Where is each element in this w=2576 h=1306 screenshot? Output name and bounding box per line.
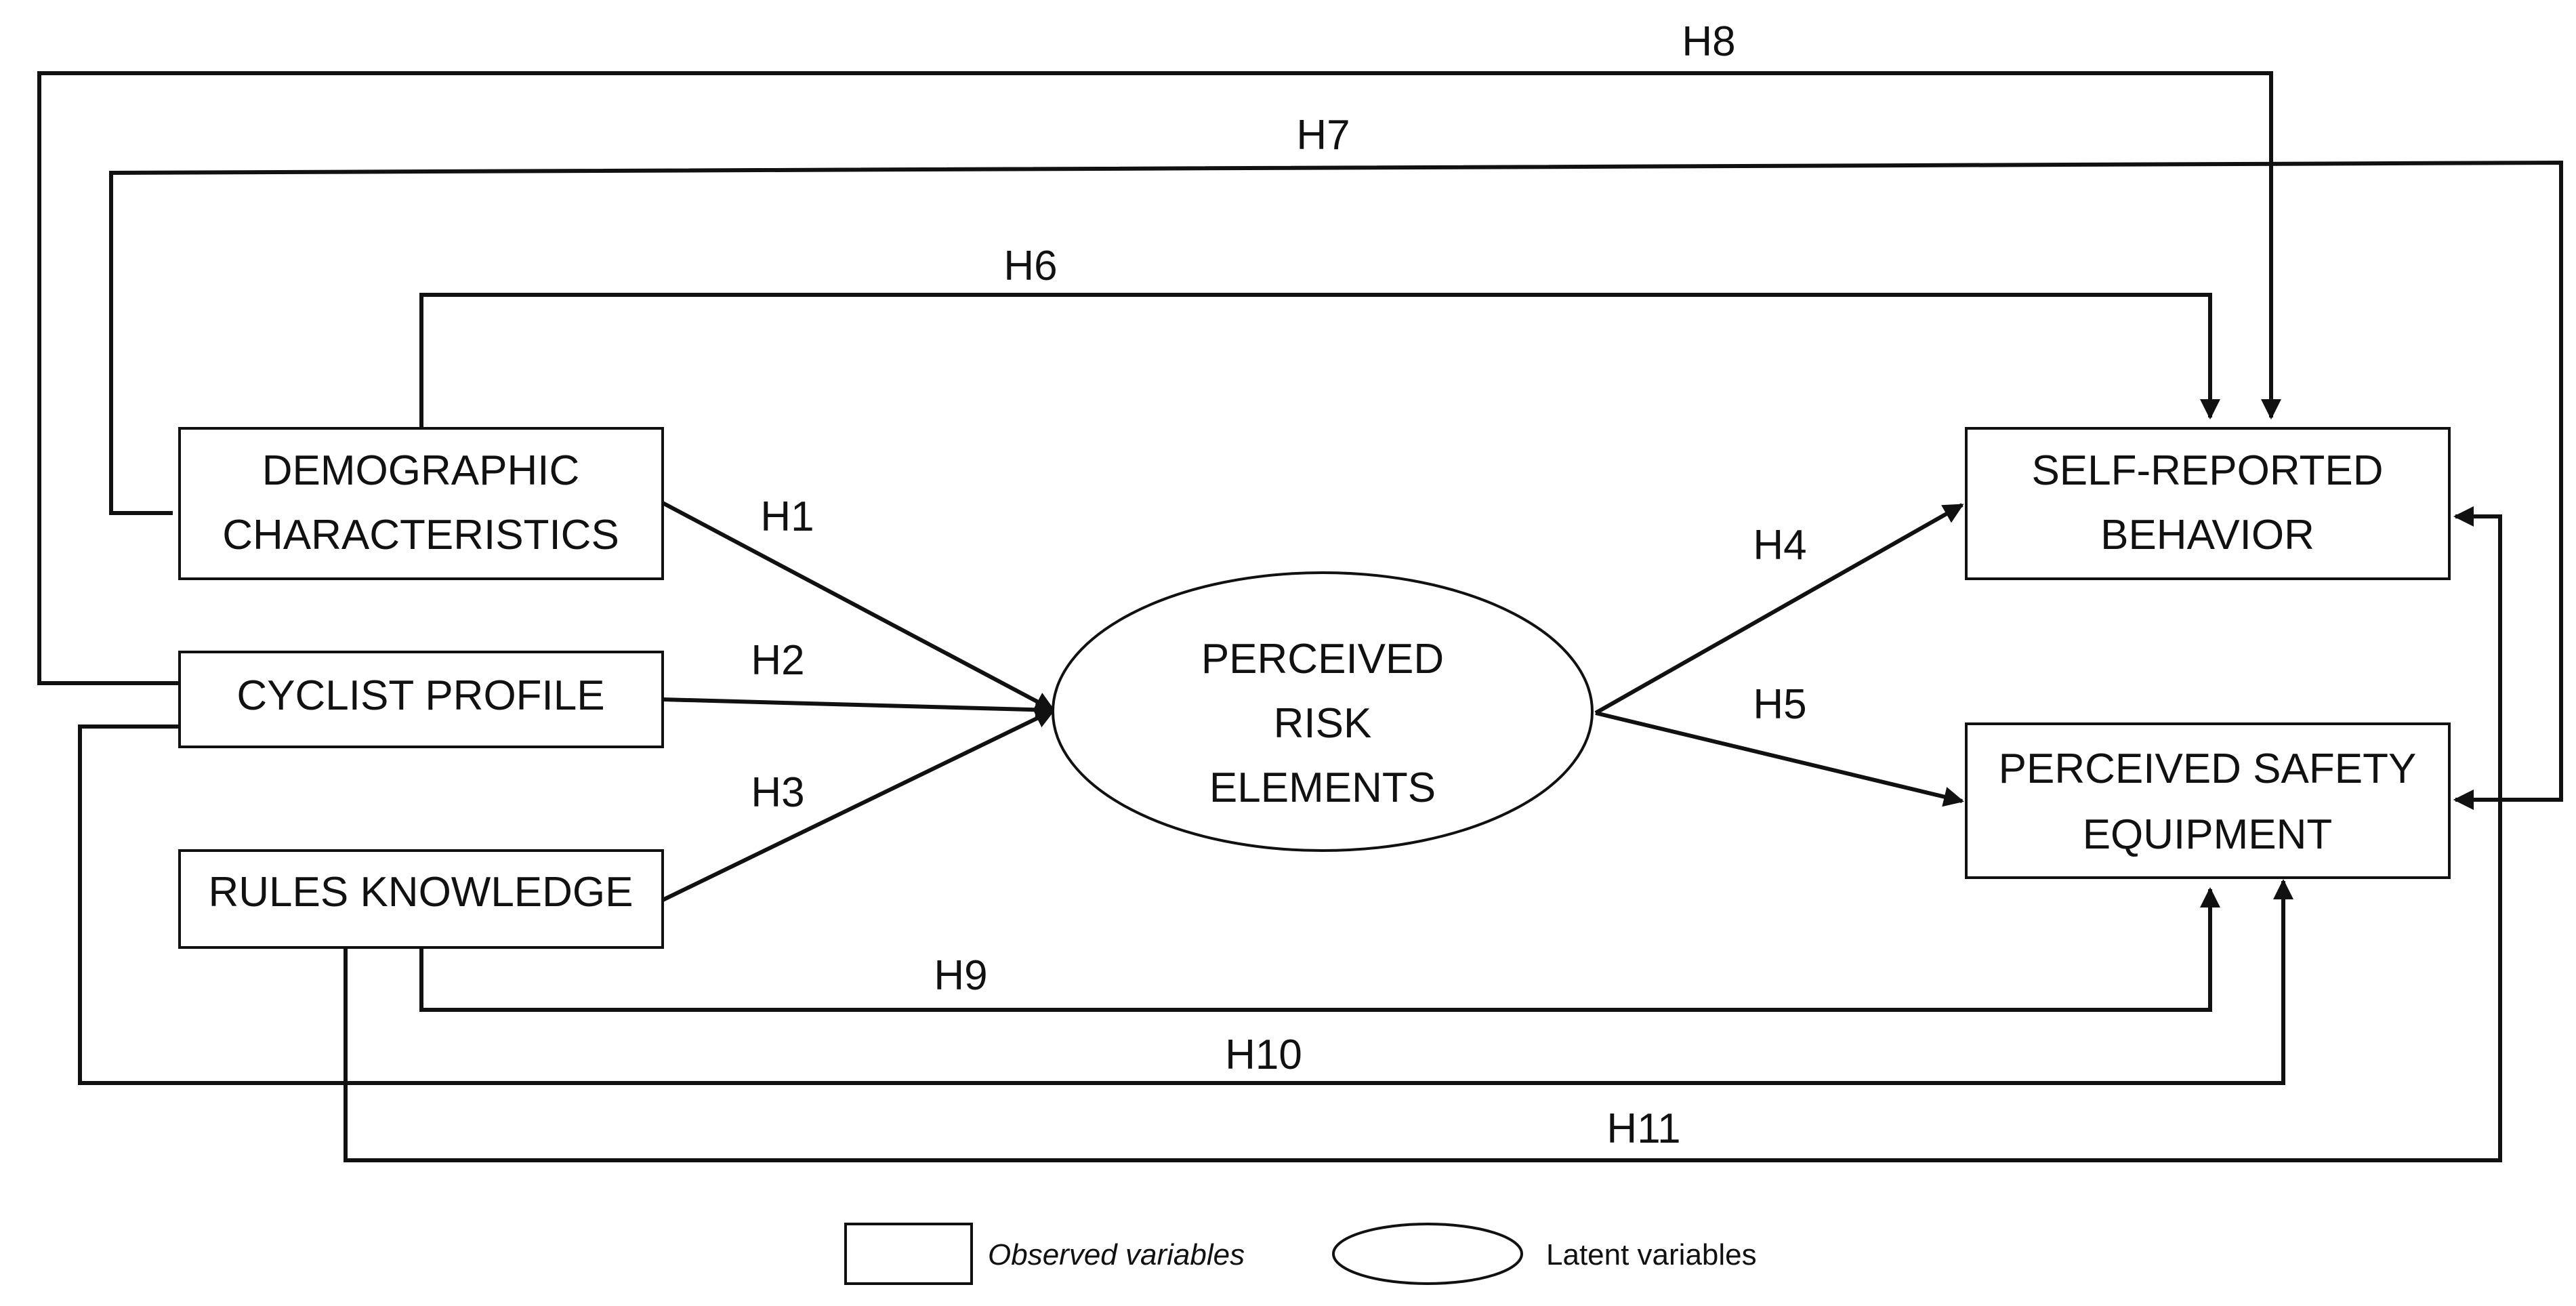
node-label-line-2: RISK (1274, 700, 1372, 747)
node-label-line-1: CYCLIST PROFILE (236, 672, 604, 719)
node-perceived-risk-elements: PERCEIVED RISK ELEMENTS (1052, 571, 1594, 852)
node-box (178, 427, 664, 580)
node-label-line-1: PERCEIVED (1201, 636, 1444, 682)
arrow-h9 (419, 887, 2220, 1012)
node-self-reported-behavior: SELF-REPORTED BEHAVIOR (1965, 427, 2451, 580)
label-h11: H11 (1606, 1105, 1680, 1152)
legend: Observed variables Latent variables (844, 1223, 1757, 1285)
label-h7: H7 (1296, 112, 1350, 159)
node-label-line-1: PERCEIVED SAFETY (1999, 746, 2417, 792)
legend-observed-label: Observed variables (988, 1238, 1245, 1271)
legend-ellipse-symbol (1332, 1223, 1523, 1285)
arrow-h8 (37, 71, 2281, 685)
node-box (1965, 722, 2451, 879)
label-h9: H9 (934, 952, 987, 999)
arrow-h6 (419, 293, 2220, 428)
arrow-h3 (661, 708, 1056, 902)
node-box (178, 849, 664, 949)
node-label-line-2: CHARACTERISTICS (222, 512, 619, 558)
label-h3: H3 (751, 769, 804, 816)
arrow-h11 (344, 506, 2502, 1162)
label-h6: H6 (1003, 243, 1057, 289)
node-rules-knowledge: RULES KNOWLEDGE (178, 849, 664, 949)
node-label-line-2: EQUIPMENT (2083, 811, 2333, 858)
node-demographic-characteristics: DEMOGRAPHIC CHARACTERISTICS (178, 427, 664, 580)
arrow-h10 (78, 725, 2293, 1085)
legend-latent-label: Latent variables (1546, 1238, 1757, 1271)
node-box (178, 651, 664, 748)
node-label-line-1: DEMOGRAPHIC (262, 447, 579, 494)
label-h10: H10 (1225, 1032, 1302, 1078)
node-cyclist-profile: CYCLIST PROFILE (178, 651, 664, 748)
label-h4: H4 (1753, 522, 1806, 569)
arrow-h5 (1595, 711, 1964, 807)
arrow-h2 (662, 697, 1056, 720)
label-h2: H2 (751, 637, 804, 684)
label-h8: H8 (1682, 18, 1735, 65)
node-perceived-safety-equipment: PERCEIVED SAFETY EQUIPMENT (1965, 722, 2451, 879)
node-ellipse (1052, 571, 1594, 852)
label-h5: H5 (1753, 681, 1806, 728)
node-label-line-1: SELF-REPORTED (2031, 447, 2383, 494)
node-label-line-2: BEHAVIOR (2100, 512, 2314, 558)
node-box (1965, 427, 2451, 580)
legend-rect-symbol (844, 1223, 973, 1285)
arrow-h7 (109, 160, 2563, 810)
node-label-line-3: ELEMENTS (1209, 764, 1436, 811)
label-h1: H1 (760, 493, 814, 540)
arrow-h1 (661, 501, 1056, 712)
arrow-h4 (1594, 503, 1964, 715)
node-label-line-1: RULES KNOWLEDGE (208, 869, 633, 916)
